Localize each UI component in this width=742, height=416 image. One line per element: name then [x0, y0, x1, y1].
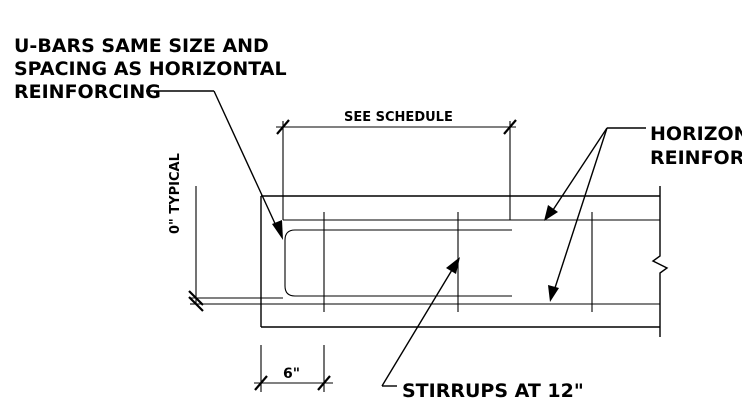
typical-dimension	[188, 186, 283, 312]
stirrups-note: STIRRUPS AT 12"	[402, 380, 584, 402]
ubars-note-line-1: U-BARS SAME SIZE AND	[14, 35, 269, 57]
see-schedule-dimension	[276, 119, 517, 220]
six-inch-dimension	[254, 345, 333, 392]
u-bar	[284, 229, 512, 297]
ubars-note-line-2: SPACING AS HORIZONTAL	[14, 58, 287, 80]
ubars-leader	[146, 90, 283, 240]
horizontal-note-line-1: HORIZONTAL	[650, 123, 742, 145]
horizontal-note-line-2: REINFORCING	[650, 147, 742, 169]
see-schedule-label: SEE SCHEDULE	[344, 110, 453, 125]
horizontal-reinforcing-leader	[544, 127, 646, 302]
ubars-note-line-3: REINFORCING	[14, 81, 161, 103]
stirrups-leader	[381, 257, 460, 387]
horizontal-reinforcing-bars	[196, 219, 660, 305]
break-line	[651, 186, 669, 337]
six-inch-dimension-label: 6"	[283, 366, 300, 382]
typical-dimension-label: 0" TYPICAL	[168, 153, 183, 234]
concrete-outline	[260, 195, 660, 328]
